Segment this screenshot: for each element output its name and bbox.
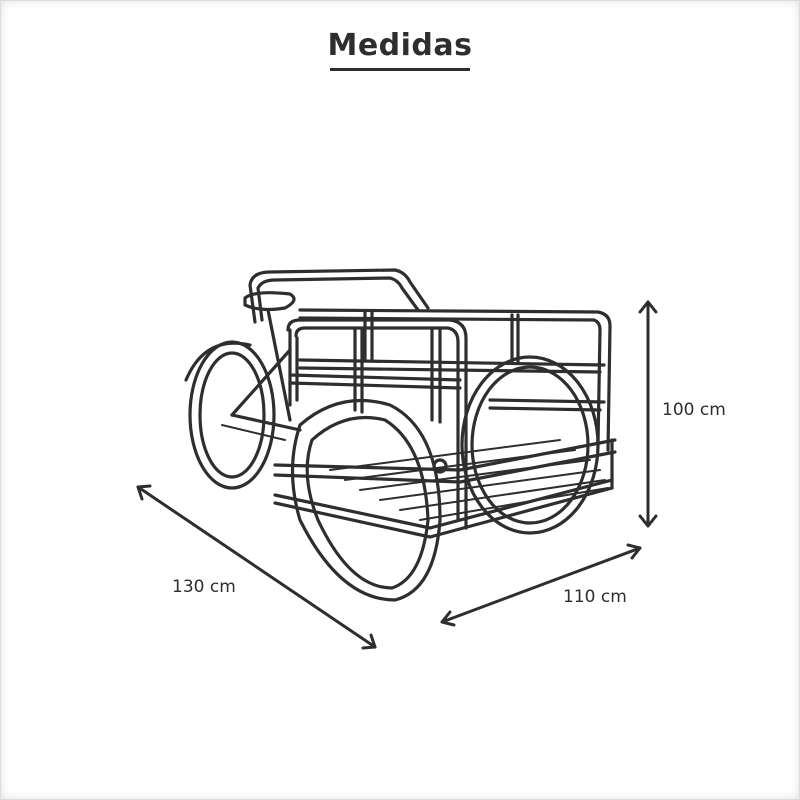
length-arrow [136,484,377,650]
cargo-floor [273,438,617,539]
title-underline [330,68,470,71]
seat [243,291,296,312]
page-title: Medidas [327,28,473,63]
width-label: 110 cm [563,587,627,607]
length-label: 130 cm [172,577,236,597]
handlebar [248,268,430,324]
height-label: 100 cm [662,400,726,420]
rear-wheel [184,340,276,490]
cargo-left-panel [286,318,468,530]
width-arrow [440,543,642,627]
bike-frame [221,291,302,441]
height-arrow [638,300,658,528]
front-left-wheel [290,398,442,602]
